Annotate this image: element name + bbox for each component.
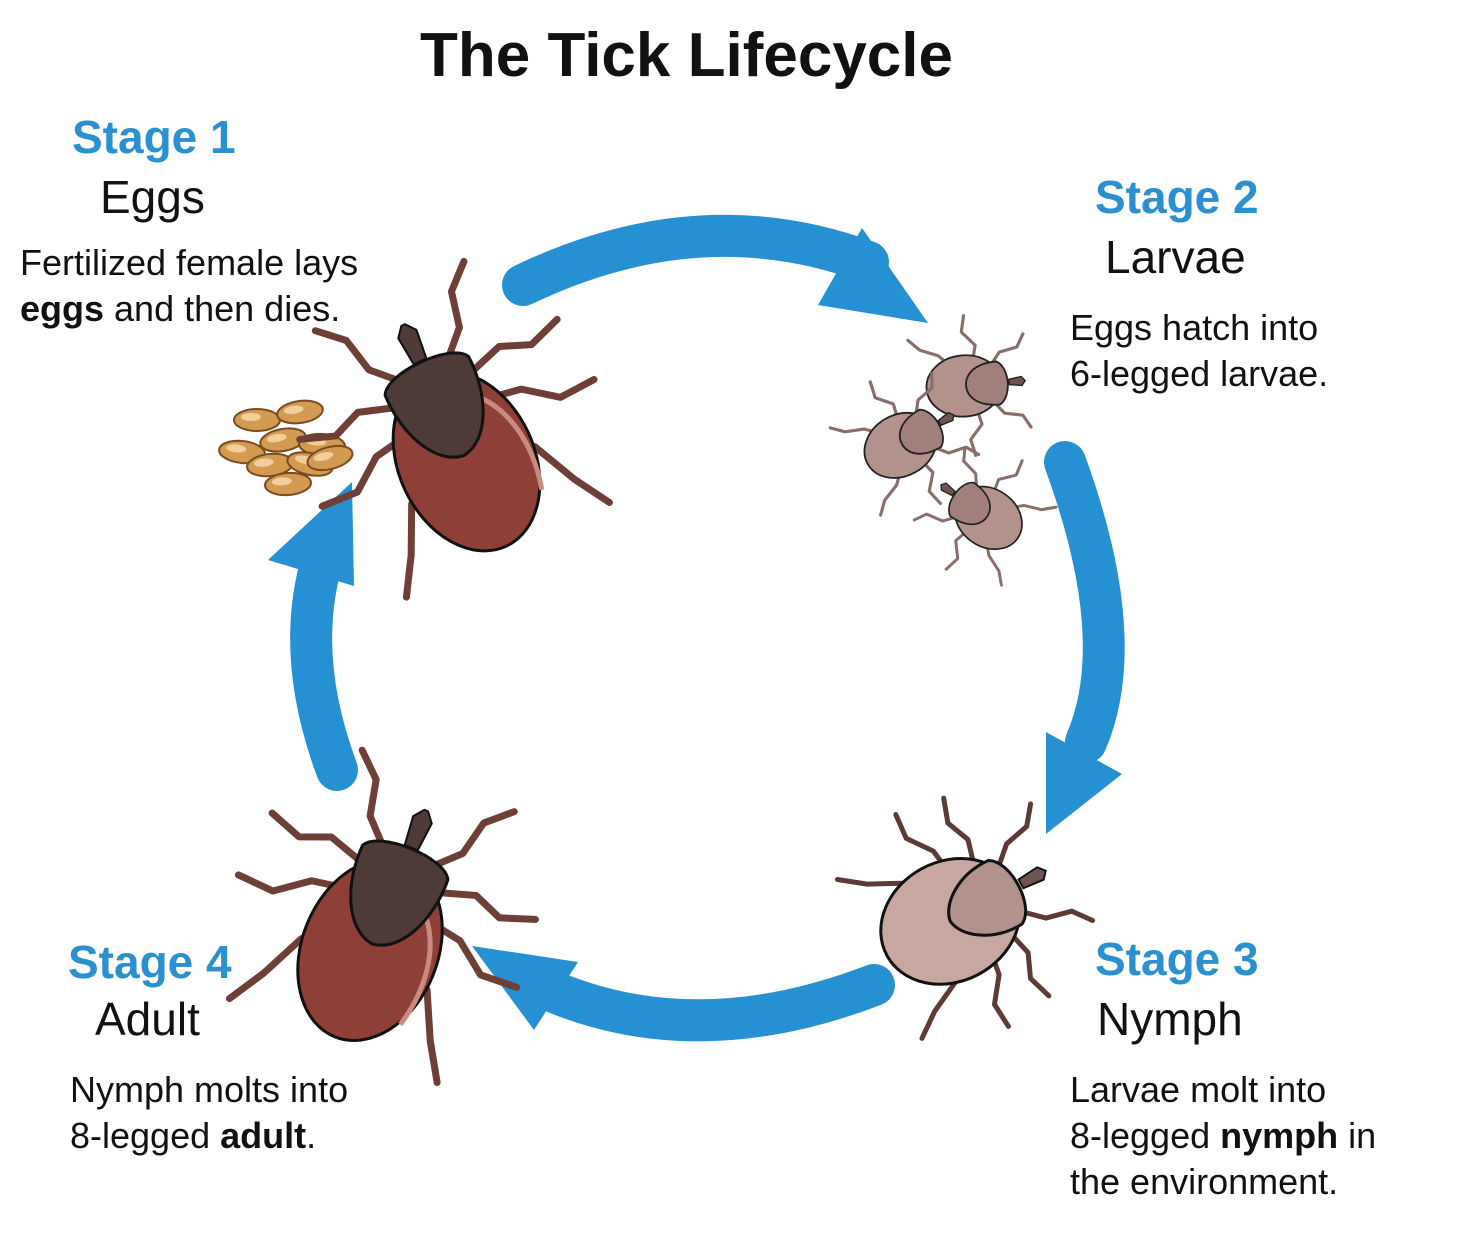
adult-tick-icon (194, 725, 577, 1097)
stage-4-name: Adult (95, 993, 200, 1045)
stage-3-name: Nymph (1097, 993, 1243, 1045)
egg-cluster-icon (216, 396, 356, 498)
stage-1-desc-bold: eggs (20, 288, 105, 329)
stage-2-desc-line-2: 6-legged larvae. (1070, 353, 1329, 394)
page-title: The Tick Lifecycle (420, 21, 953, 90)
stage-4-label: Stage 4 (68, 936, 232, 988)
stage-3-label: Stage 3 (1095, 933, 1259, 985)
arrow-icon (472, 946, 895, 1042)
stage-4-desc-before: 8-legged (70, 1115, 221, 1156)
stage-4-desc-line-2: 8-legged adult. (70, 1113, 348, 1159)
stage-1-desc-line-2: eggs and then dies. (20, 286, 358, 332)
stage-3-desc-after: in (1338, 1115, 1377, 1156)
arrow-icon (502, 214, 928, 323)
stage-3-desc-line-3: the environment. (1070, 1161, 1339, 1202)
stage-2-description: Eggs hatch into 6-legged larvae. (1070, 305, 1328, 397)
stage-3-description: Larvae molt into 8-legged nymph in the e… (1070, 1067, 1376, 1205)
arrow-icon (268, 482, 358, 791)
stage-3-desc-line-2: 8-legged nymph in (1070, 1113, 1376, 1159)
stage-2-desc-line-1: Eggs hatch into (1070, 307, 1319, 348)
stage-1-label: Stage 1 (72, 111, 236, 163)
stage-4-description: Nymph molts into 8-legged adult. (70, 1067, 348, 1159)
stage-1-desc-line-1: Fertilized female lays (20, 242, 359, 283)
stage-4-desc-bold: adult (220, 1115, 307, 1156)
stage-4-desc-line-1: Nymph molts into (70, 1069, 349, 1110)
stage-3-desc-line-1: Larvae molt into (1070, 1069, 1327, 1110)
stage-4-desc-after: . (306, 1115, 317, 1156)
stage-3-desc-before: 8-legged (1070, 1115, 1221, 1156)
stage-1-name: Eggs (100, 171, 205, 223)
arrow-icon (1044, 441, 1125, 834)
stage-1-desc-after: and then dies. (104, 288, 341, 329)
stage-1-description: Fertilized female lays eggs and then die… (20, 240, 358, 332)
stage-3-desc-bold: nymph (1220, 1115, 1339, 1156)
stage-2-name: Larvae (1105, 231, 1246, 283)
stage-2-label: Stage 2 (1095, 171, 1259, 223)
